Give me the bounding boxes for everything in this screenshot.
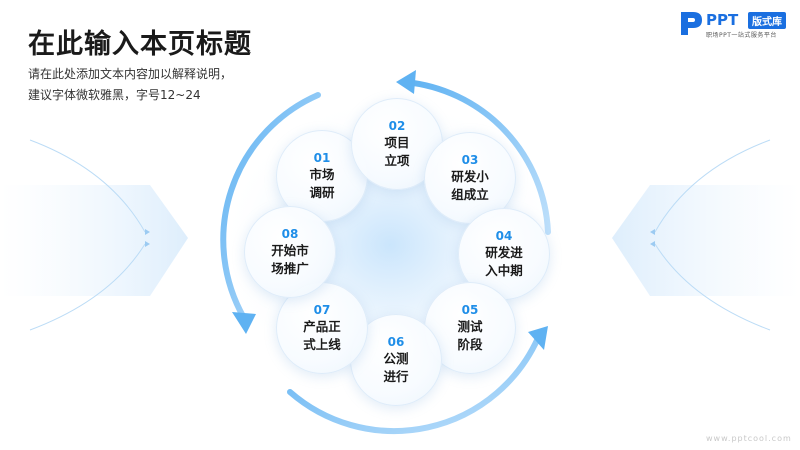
left-arrow-tip [145,229,150,235]
step-node-04[interactable]: 04 研发进 入中期 [458,208,550,300]
step-label: 研发进 入中期 [485,244,523,278]
watermark: www.pptcool.com [706,434,792,443]
right-curve-line [654,139,771,233]
step-number: 05 [461,302,479,317]
left-arc-arrowhead [232,312,256,334]
step-label: 研发小 组成立 [451,168,489,202]
logo-badge: 版式库 [748,12,786,29]
step-label: 开始市 场推广 [271,242,309,276]
subtitle-line-2: 建议字体微软雅黑，字号12~24 [28,88,201,102]
left-arc-arrow [220,92,321,321]
step-number: 08 [281,226,299,241]
left-arrow-tip [145,241,150,247]
step-number: 03 [461,152,479,167]
step-number: 07 [313,302,331,317]
right-chevron-shape [612,185,800,296]
step-label: 测试 阶段 [457,318,483,352]
left-curve-line [29,139,146,233]
step-label: 公测 进行 [383,350,409,384]
logo-tagline: 职场PPT一站式服务平台 [706,32,777,39]
step-number: 01 [313,150,331,165]
top-arc-arrow [402,79,551,235]
right-curve-line [654,243,771,331]
step-label: 项目 立项 [384,134,410,168]
top-arc-arrowhead [396,70,416,94]
step-number: 02 [388,118,406,133]
right-arrow-tip [650,229,655,235]
bottom-arc-arrowhead [528,326,548,350]
logo-brand-text: PPT [706,11,739,29]
brand-logo[interactable]: PPT 版式库 职场PPT一站式服务平台 [678,10,793,40]
step-label: 市场 调研 [309,166,335,200]
subtitle-line-1: 请在此处添加文本内容加以解释说明， [28,67,233,81]
left-chevron-shape [0,185,188,296]
step-number: 04 [495,228,513,243]
logo-mark-icon [681,12,702,35]
left-curve-line [29,243,146,331]
bottom-arc-arrow [287,335,541,435]
step-node-07[interactable]: 07 产品正 式上线 [276,282,368,374]
page-subtitle: 请在此处添加文本内容加以解释说明， 建议字体微软雅黑，字号12~24 [28,64,328,106]
step-label: 产品正 式上线 [303,318,341,352]
step-number: 06 [387,334,405,349]
right-arrow-tip [650,241,655,247]
page-title: 在此输入本页标题 [28,29,252,60]
step-node-08[interactable]: 08 开始市 场推广 [244,206,336,298]
